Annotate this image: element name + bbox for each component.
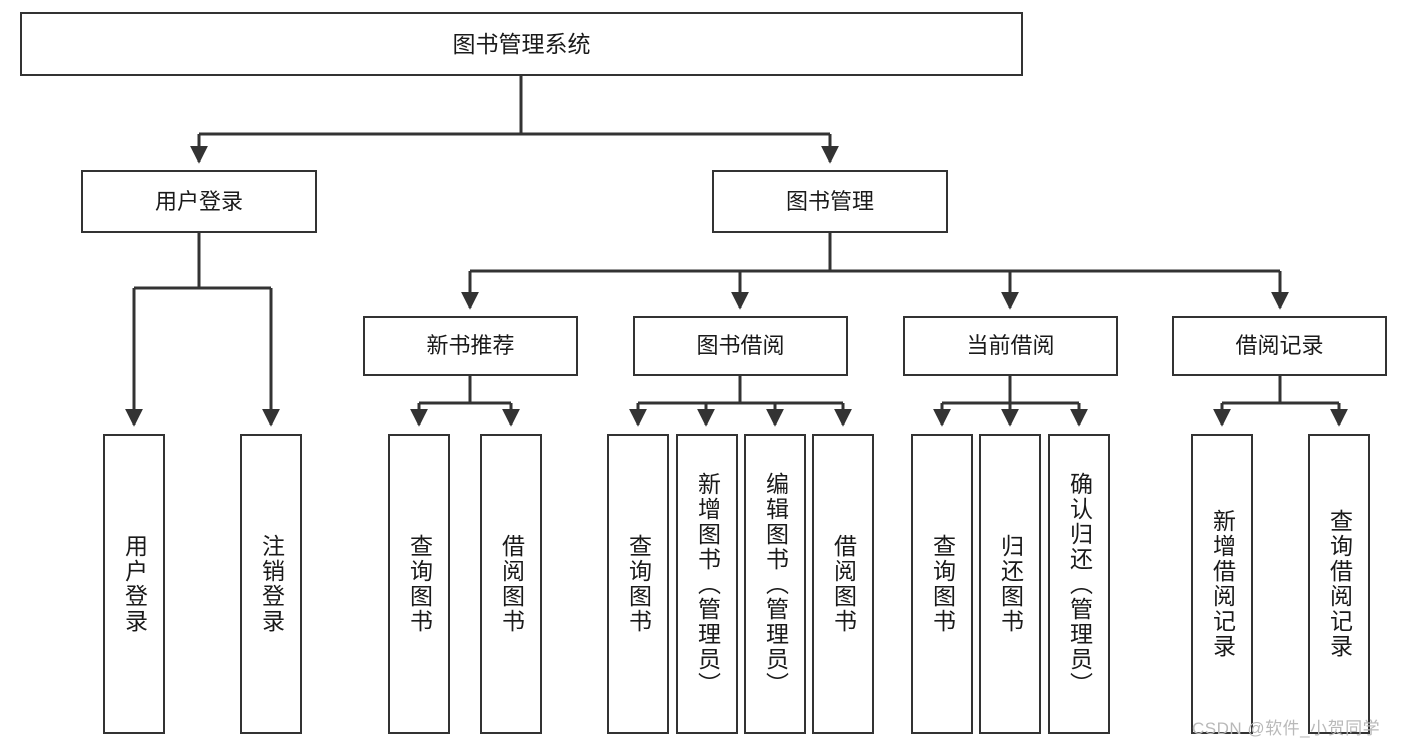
node-label: 借阅图书	[498, 534, 525, 634]
node-label: 借阅图书	[830, 534, 857, 634]
node-root-book-management-system[interactable]: 图书管理系统	[20, 12, 1023, 76]
node-label: 图书管理	[785, 188, 874, 214]
leaf-book-borrow-add-book-admin[interactable]: 新增图书（管理员）	[676, 434, 738, 734]
node-new-book-recommend[interactable]: 新书推荐	[363, 316, 578, 376]
node-label: 图书借阅	[696, 333, 785, 359]
leaf-user-login-login[interactable]: 用户登录	[103, 434, 165, 734]
leaf-current-borrow-return-book[interactable]: 归还图书	[979, 434, 1041, 734]
node-label: 新增借阅记录	[1209, 509, 1236, 659]
node-label: 借阅记录	[1235, 333, 1324, 359]
node-label: 编辑图书（管理员）	[762, 471, 789, 697]
node-label: 当前借阅	[966, 333, 1055, 359]
leaf-book-borrow-edit-book-admin[interactable]: 编辑图书（管理员）	[744, 434, 806, 734]
node-label: 确认归还（管理员）	[1066, 471, 1093, 697]
node-label: 用户登录	[121, 534, 148, 634]
leaf-book-borrow-borrow-book[interactable]: 借阅图书	[812, 434, 874, 734]
leaf-borrow-record-query-record[interactable]: 查询借阅记录	[1308, 434, 1370, 734]
node-label: 查询图书	[929, 534, 956, 634]
leaf-new-book-query-book[interactable]: 查询图书	[388, 434, 450, 734]
node-label: 查询借阅记录	[1326, 509, 1353, 659]
csdn-watermark: CSDN @软件_小贺同学	[1192, 719, 1381, 738]
node-user-login[interactable]: 用户登录	[81, 170, 317, 233]
leaf-current-borrow-query-book[interactable]: 查询图书	[911, 434, 973, 734]
node-label: 查询图书	[625, 534, 652, 634]
node-label: 查询图书	[406, 534, 433, 634]
node-borrow-record[interactable]: 借阅记录	[1172, 316, 1387, 376]
node-book-borrow[interactable]: 图书借阅	[633, 316, 848, 376]
leaf-user-login-logout[interactable]: 注销登录	[240, 434, 302, 734]
node-label: 新增图书（管理员）	[694, 471, 721, 697]
node-label: 注销登录	[258, 534, 285, 634]
node-current-borrow[interactable]: 当前借阅	[903, 316, 1118, 376]
node-label: 用户登录	[154, 188, 243, 214]
node-book-management[interactable]: 图书管理	[712, 170, 948, 233]
node-label: 图书管理系统	[452, 30, 591, 57]
leaf-book-borrow-query-book[interactable]: 查询图书	[607, 434, 669, 734]
leaf-borrow-record-add-record[interactable]: 新增借阅记录	[1191, 434, 1253, 734]
leaf-current-borrow-confirm-return-admin[interactable]: 确认归还（管理员）	[1048, 434, 1110, 734]
node-label: 归还图书	[997, 534, 1024, 634]
leaf-new-book-borrow-book[interactable]: 借阅图书	[480, 434, 542, 734]
node-label: 新书推荐	[426, 333, 515, 359]
